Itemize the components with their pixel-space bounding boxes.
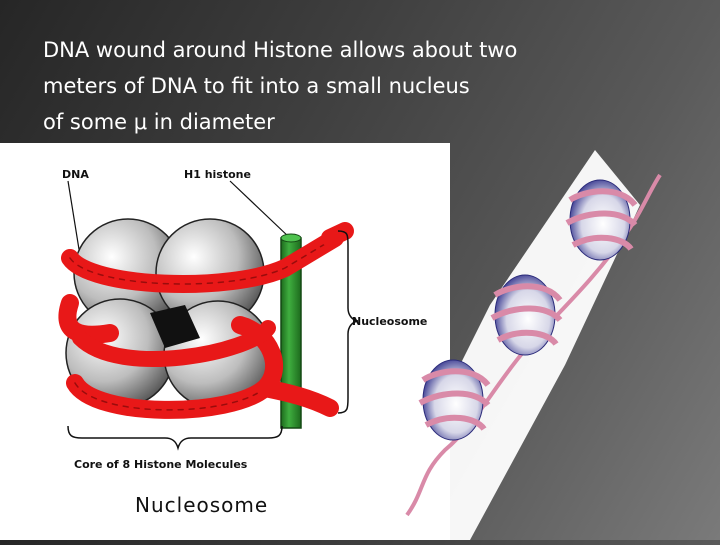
nucleosome-diagram-panel: DNA H1 histone Nucleosome Core of 8 Hist… <box>0 143 450 540</box>
title-line-3: of some μ in diameter <box>43 110 275 134</box>
h1-histone-label: H1 histone <box>184 168 251 181</box>
chromatin-fiber-art <box>405 150 662 540</box>
nucleosome-bracket-label: Nucleosome <box>352 315 428 328</box>
nucleosome-bead <box>490 274 563 356</box>
beads-on-string-illustration <box>395 145 720 545</box>
h1-pointer-line <box>229 180 291 239</box>
nucleosome-bracket <box>337 230 359 414</box>
slide-title: DNA wound around Histone allows about tw… <box>43 32 683 140</box>
title-line-1: DNA wound around Histone allows about tw… <box>43 38 518 62</box>
histone-core <box>65 218 273 410</box>
dna-wrap <box>58 222 354 419</box>
caption-nucleosome: Nucleosome <box>135 493 269 517</box>
nucleosome-illustration <box>58 180 359 451</box>
h1-histone-top <box>280 233 302 243</box>
core-bracket <box>67 425 283 451</box>
core-label: Core of 8 Histone Molecules <box>74 458 248 471</box>
dna-label: DNA <box>62 168 89 181</box>
title-line-2: meters of DNA to fit into a small nucleu… <box>43 74 470 98</box>
nucleosome-bead <box>565 179 638 261</box>
core-shadow <box>150 305 200 348</box>
nucleosome-bead <box>418 359 491 441</box>
